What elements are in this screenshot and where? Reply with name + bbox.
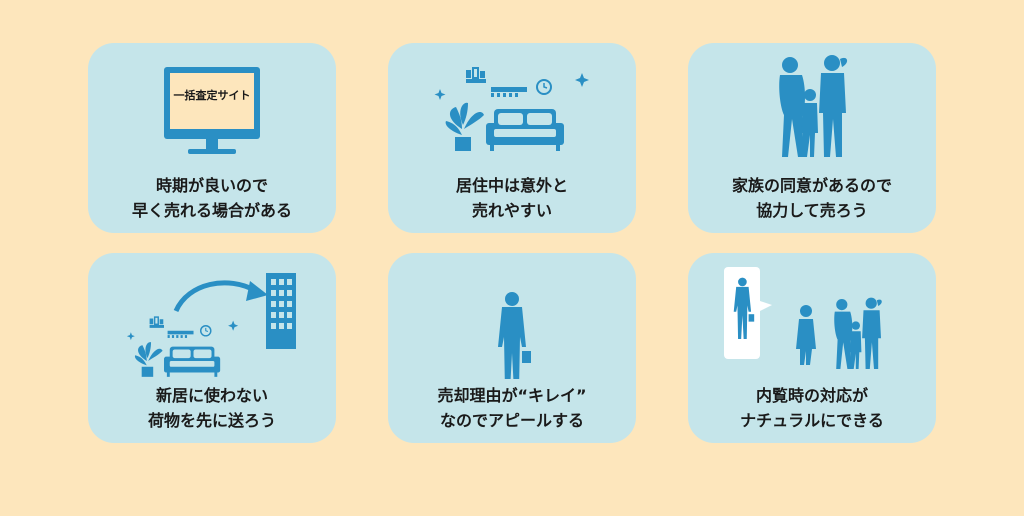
- card-caption: 居住中は意外と 売れやすい: [388, 173, 636, 223]
- caption-line: 新居に使わない: [155, 386, 268, 405]
- monitor-icon: [164, 67, 260, 154]
- caption-line: 家族の同意があるので: [731, 176, 892, 195]
- card-caption: 内覧時の対応が ナチュラルにできる: [688, 383, 936, 433]
- family-icon: [779, 55, 848, 157]
- viewing-icon: [724, 267, 882, 369]
- card-natural-viewing: 内覧時の対応が ナチュラルにできる: [688, 253, 936, 443]
- caption-line: 早く売れる場合がある: [131, 201, 292, 220]
- caption-line: ナチュラルにできる: [740, 411, 884, 430]
- caption-line: 荷物を先に送ろう: [147, 411, 276, 430]
- caption-line: なのでアピールする: [439, 411, 584, 430]
- living-room-icon: [433, 67, 590, 152]
- card-family-consent: 家族の同意があるので 協力して売ろう: [688, 43, 936, 233]
- businessman-icon: [498, 292, 531, 379]
- tv-screen-label: 一括査定サイト: [173, 89, 251, 102]
- caption-line: 時期が良いので: [155, 176, 268, 195]
- card-caption: 新居に使わない 荷物を先に送ろう: [88, 383, 336, 433]
- card-caption: 時期が良いので 早く売れる場合がある: [88, 173, 336, 223]
- caption-line: 居住中は意外と: [455, 176, 568, 195]
- card-move-luggage: 新居に使わない 荷物を先に送ろう: [88, 253, 336, 443]
- moving-icon: [126, 273, 296, 378]
- caption-line: 協力して売ろう: [756, 201, 868, 220]
- card-living-sale: 居住中は意外と 売れやすい: [388, 43, 636, 233]
- caption-line: 売却理由が“キレイ”: [437, 386, 587, 405]
- caption-line: 内覧時の対応が: [755, 386, 868, 405]
- card-caption: 売却理由が“キレイ” なのでアピールする: [388, 383, 636, 433]
- card-clean-reason: 売却理由が“キレイ” なのでアピールする: [388, 253, 636, 443]
- card-quick-sale: 一括査定サイト 時期が良いので 早く売れる場合がある: [88, 43, 336, 233]
- card-caption: 家族の同意があるので 協力して売ろう: [688, 173, 936, 223]
- caption-line: 売れやすい: [471, 201, 552, 220]
